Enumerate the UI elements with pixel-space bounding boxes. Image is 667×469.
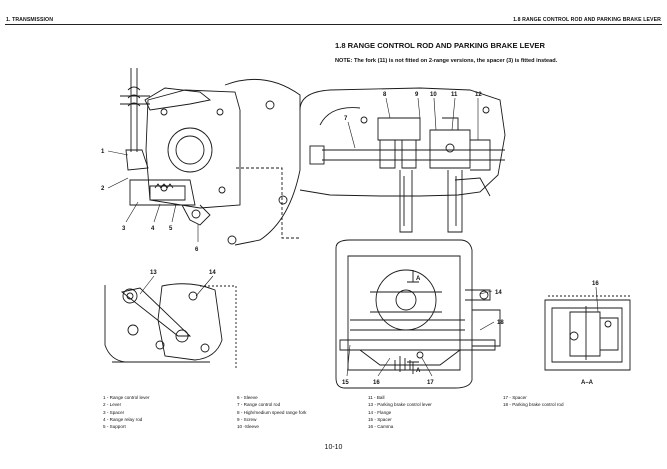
brake-housing-drawing [335, 239, 501, 389]
callout: 9 [415, 92, 419, 98]
legend-item: 2 - Lever [103, 402, 122, 408]
range-lever-assembly-drawing [120, 68, 301, 246]
section-mark: A [416, 276, 421, 282]
legend-item: 6 - Sleeve [237, 395, 258, 400]
legend-item: 7 - Range control rod [237, 402, 281, 408]
legend-column-4: 17 - Spacer 18 - Parking brake control r… [503, 394, 564, 409]
legend-column-1: 1 - Range control lever 2 - Lever 3 - Sp… [103, 394, 149, 430]
legend-column-3: 11 - Ball 13 - Parking brake control lev… [368, 394, 432, 430]
legend-item: 8 - High/medium speed range fork [237, 409, 307, 415]
legend-item: 17 - Spacer [503, 395, 527, 400]
legend-item: 13 - Parking brake control lever [368, 402, 432, 408]
legend-item: 18 - Parking brake control rod [503, 402, 564, 408]
legend-item: 9 - Screw [237, 416, 257, 422]
legend-item: 10 -Sleeve [237, 424, 259, 430]
section-aa-drawing [544, 295, 631, 371]
callout: 16 [373, 380, 380, 386]
callout: 14 [495, 290, 502, 296]
section-title: 1.8 RANGE CONTROL ROD AND PARKING BRAKE … [335, 41, 545, 50]
parking-brake-lever-drawing [104, 283, 237, 368]
legend-item: 5 - Support [103, 424, 126, 430]
header-topic-label: 1.8 RANGE CONTROL ROD AND PARKING BRAKE … [513, 17, 661, 23]
callout: 12 [475, 92, 482, 98]
legend-item: 11 - Ball [368, 395, 385, 400]
header-divider [5, 24, 662, 25]
callout: 13 [150, 270, 157, 276]
callout: 8 [383, 92, 387, 98]
callout: 10 [430, 92, 437, 98]
legend-item: 15 - Spacer [368, 416, 392, 422]
callout: 4 [151, 226, 155, 232]
callout: 3 [122, 226, 126, 232]
callout: 17 [427, 380, 434, 386]
legend-item: 16 - Camma [368, 424, 394, 430]
legend-item: 4 - Range relay rod [103, 416, 143, 422]
legend-item: 1 - Range control lever [103, 395, 150, 400]
legend-column-2: 6 - Sleeve 7 - Range control rod 8 - Hig… [237, 394, 306, 430]
range-rod-assembly-drawing [299, 87, 506, 233]
legend-item: 14 - Flange [368, 409, 392, 415]
callout: 14 [209, 270, 216, 276]
callout: 16 [592, 281, 599, 287]
dashed-link-line [236, 167, 300, 239]
section-note: NOTE: The fork (11) is not fitted on 2-r… [335, 58, 558, 64]
section-mark: A [416, 368, 421, 374]
section-view-label: A–A [581, 380, 594, 386]
leader-lines [107, 97, 599, 377]
callout: 2 [101, 186, 105, 192]
callout: 15 [342, 380, 349, 386]
page-number: 10-10 [324, 444, 343, 451]
callout: 11 [451, 92, 458, 98]
callout: 5 [169, 226, 173, 232]
callout: 1 [101, 149, 105, 155]
callout: 18 [497, 320, 504, 326]
callout-numbers: 1 2 3 4 5 6 7 8 9 10 11 12 13 14 14 18 1… [101, 92, 599, 386]
callout: 7 [344, 116, 348, 122]
callout: 6 [195, 247, 199, 253]
legend-item: 3 - Spacer [103, 409, 125, 415]
header-section-label: 1. TRANSMISSION [6, 17, 54, 23]
